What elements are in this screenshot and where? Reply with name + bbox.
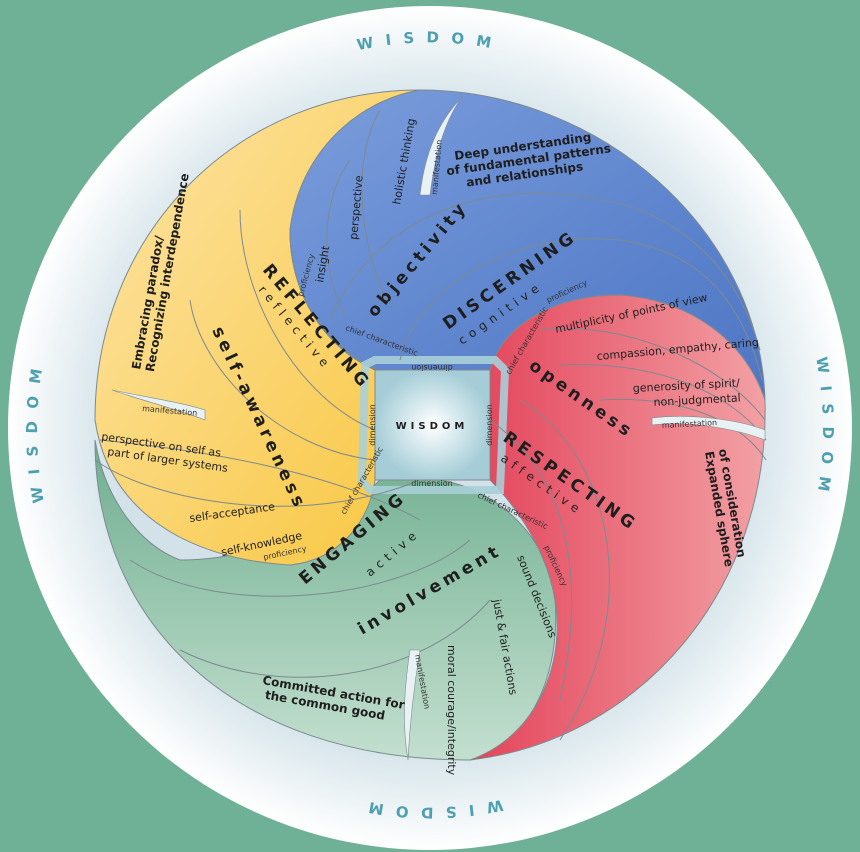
ring-label-left: WISDOM <box>23 356 48 505</box>
quadrant-respecting <box>469 294 766 761</box>
center-band-label-bottom: dimension <box>411 479 452 488</box>
center-band-label-left: dimension <box>368 404 377 445</box>
center-band-label-top: dimension <box>411 363 452 372</box>
proficiency-insight: insight <box>313 244 332 283</box>
proficiency-generosity: generosity of spirit/ non-judgmental <box>632 376 744 410</box>
center-label: WISDOM <box>396 421 469 432</box>
manifestation-tag-respecting: manifestation <box>662 418 718 430</box>
center-wisdom-area <box>374 369 491 481</box>
center-band-label-right: dimension <box>485 404 494 445</box>
proficiency-perspective: perspective <box>347 175 366 241</box>
proficiency-moral-courage: moral courage/integrity <box>445 645 458 776</box>
